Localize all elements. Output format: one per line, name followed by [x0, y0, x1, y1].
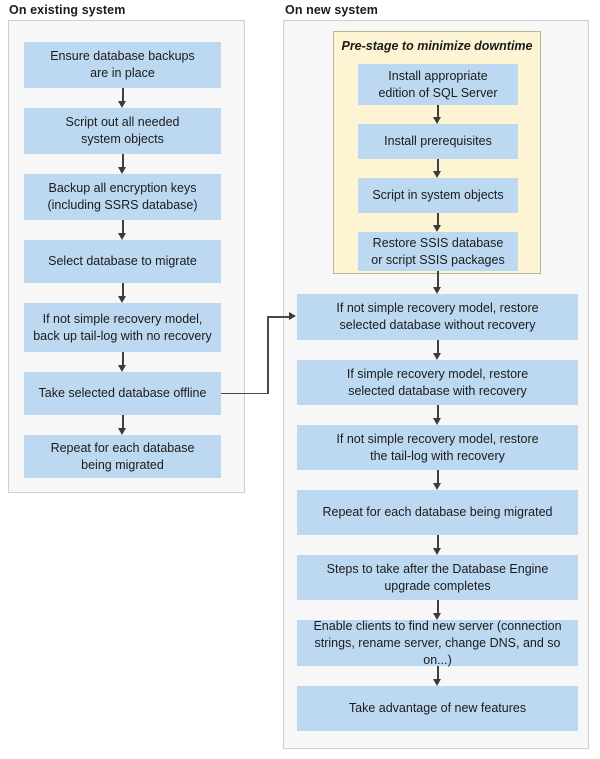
node-line: selected database with recovery: [348, 383, 527, 398]
arrow-down-icon: [118, 220, 127, 240]
arrow-down-icon: [118, 352, 127, 372]
arrow-down-icon: [433, 271, 442, 294]
arrow-down-icon: [118, 415, 127, 435]
node-line: selected database without recovery: [339, 318, 536, 332]
node-line: If not simple recovery model, restore: [336, 431, 539, 446]
node-line: strings, rename server, change DNS, and …: [314, 635, 561, 667]
node-backup-encryption-keys[interactable]: Backup all encryption keys (including SS…: [24, 174, 221, 220]
node-line: Take advantage of new features: [348, 701, 527, 715]
node-line: If simple recovery model, restore: [346, 366, 529, 381]
arrow-down-icon: [433, 600, 442, 620]
node-script-objects[interactable]: Script out all needed system objects: [24, 108, 221, 154]
connector-horizontal-upper: [267, 316, 290, 318]
node-line: Select database to migrate: [48, 254, 197, 268]
connector-vertical: [267, 316, 269, 393]
node-take-database-offline[interactable]: Take selected database offline: [24, 372, 221, 415]
arrow-down-icon: [433, 159, 442, 178]
panel-header-existing-system: On existing system: [9, 3, 126, 17]
node-repeat-each-database-new[interactable]: Repeat for each database being migrated: [297, 490, 578, 535]
node-select-database[interactable]: Select database to migrate: [24, 240, 221, 283]
node-line: Enable clients to find new server (conne…: [313, 618, 562, 633]
node-restore-without-recovery[interactable]: If not simple recovery model, restore se…: [297, 294, 578, 340]
node-line: edition of SQL Server: [378, 85, 498, 100]
node-line: or script SSIS packages: [371, 252, 505, 267]
node-line: Repeat for each database: [50, 440, 195, 455]
node-enable-clients[interactable]: Enable clients to find new server (conne…: [297, 618, 578, 667]
arrow-down-icon: [433, 340, 442, 360]
node-line: Take selected database offline: [38, 386, 207, 400]
node-line: being migrated: [81, 457, 164, 472]
node-install-edition[interactable]: Install appropriate edition of SQL Serve…: [358, 64, 518, 105]
node-line: Script out all needed: [65, 115, 180, 129]
node-post-upgrade-steps[interactable]: Steps to take after the Database Engine …: [297, 555, 578, 600]
node-line: (including SSRS database): [47, 198, 198, 212]
arrow-down-icon: [433, 535, 442, 555]
node-take-advantage-new-features[interactable]: Take advantage of new features: [297, 686, 578, 731]
node-line: Ensure database backups: [50, 49, 195, 63]
arrow-down-icon: [118, 283, 127, 303]
arrow-down-icon: [118, 154, 127, 174]
node-line: upgrade completes: [384, 578, 491, 593]
node-line: If not simple recovery model, restore: [336, 301, 539, 315]
node-restore-with-recovery[interactable]: If simple recovery model, restore select…: [297, 360, 578, 405]
node-line: Steps to take after the Database Engine: [326, 561, 549, 576]
node-install-prerequisites[interactable]: Install prerequisites: [358, 124, 518, 159]
arrow-down-icon: [433, 666, 442, 686]
node-line: Install prerequisites: [384, 134, 492, 148]
node-line: Backup all encryption keys: [48, 181, 197, 195]
node-line: back up tail-log with no recovery: [33, 328, 212, 343]
node-restore-ssis[interactable]: Restore SSIS database or script SSIS pac…: [358, 232, 518, 271]
connector-arrowhead-icon: [289, 312, 296, 321]
arrow-down-icon: [433, 213, 442, 232]
connector-horizontal-lower: [221, 392, 269, 395]
node-line: the tail-log with recovery: [370, 448, 505, 463]
node-line: system objects: [81, 132, 164, 146]
node-line: If not simple recovery model,: [42, 311, 203, 326]
node-line: Restore SSIS database: [372, 235, 504, 250]
arrow-down-icon: [118, 88, 127, 108]
node-line: Install appropriate: [388, 68, 488, 83]
panel-header-new-system: On new system: [285, 3, 378, 17]
arrow-down-icon: [433, 105, 442, 124]
node-line: Script in system objects: [372, 188, 504, 202]
arrow-down-icon: [433, 470, 442, 490]
node-line: are in place: [90, 66, 155, 80]
prestage-group-title: Pre-stage to minimize downtime: [341, 39, 533, 53]
node-ensure-backups[interactable]: Ensure database backups are in place: [24, 42, 221, 88]
node-line: Repeat for each database being migrated: [322, 505, 553, 519]
node-restore-tail-log[interactable]: If not simple recovery model, restore th…: [297, 425, 578, 470]
node-backup-tail-log[interactable]: If not simple recovery model, back up ta…: [24, 303, 221, 352]
node-repeat-each-database[interactable]: Repeat for each database being migrated: [24, 435, 221, 478]
node-script-in-system-objects[interactable]: Script in system objects: [358, 178, 518, 213]
arrow-down-icon: [433, 405, 442, 425]
